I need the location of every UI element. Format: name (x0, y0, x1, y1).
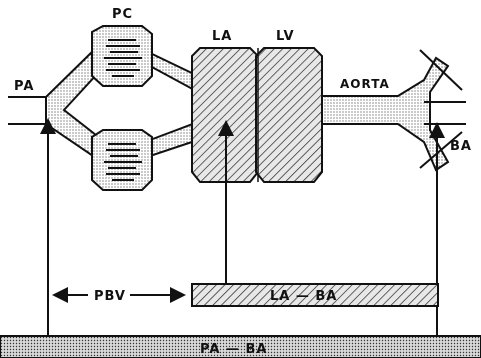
la-ba-bar (191, 283, 439, 307)
pulmonary-capillary-upper (91, 25, 153, 87)
label-pa: PA (14, 79, 34, 94)
label-pbv: PBV (94, 289, 126, 304)
left-ventricle (255, 47, 323, 183)
label-pa-ba: PA — BA (200, 342, 267, 357)
brachial-artery (419, 49, 466, 169)
label-ba: BA (450, 139, 472, 154)
left-atrium (191, 47, 259, 183)
label-aorta: AORTA (340, 77, 390, 91)
label-lv: LV (276, 29, 295, 44)
label-la-ba: LA — BA (270, 289, 337, 304)
label-la: LA (212, 29, 232, 44)
pulmonary-capillary-lower (91, 129, 153, 191)
pa-ba-bar (0, 335, 481, 358)
label-pc: PC (112, 7, 133, 22)
